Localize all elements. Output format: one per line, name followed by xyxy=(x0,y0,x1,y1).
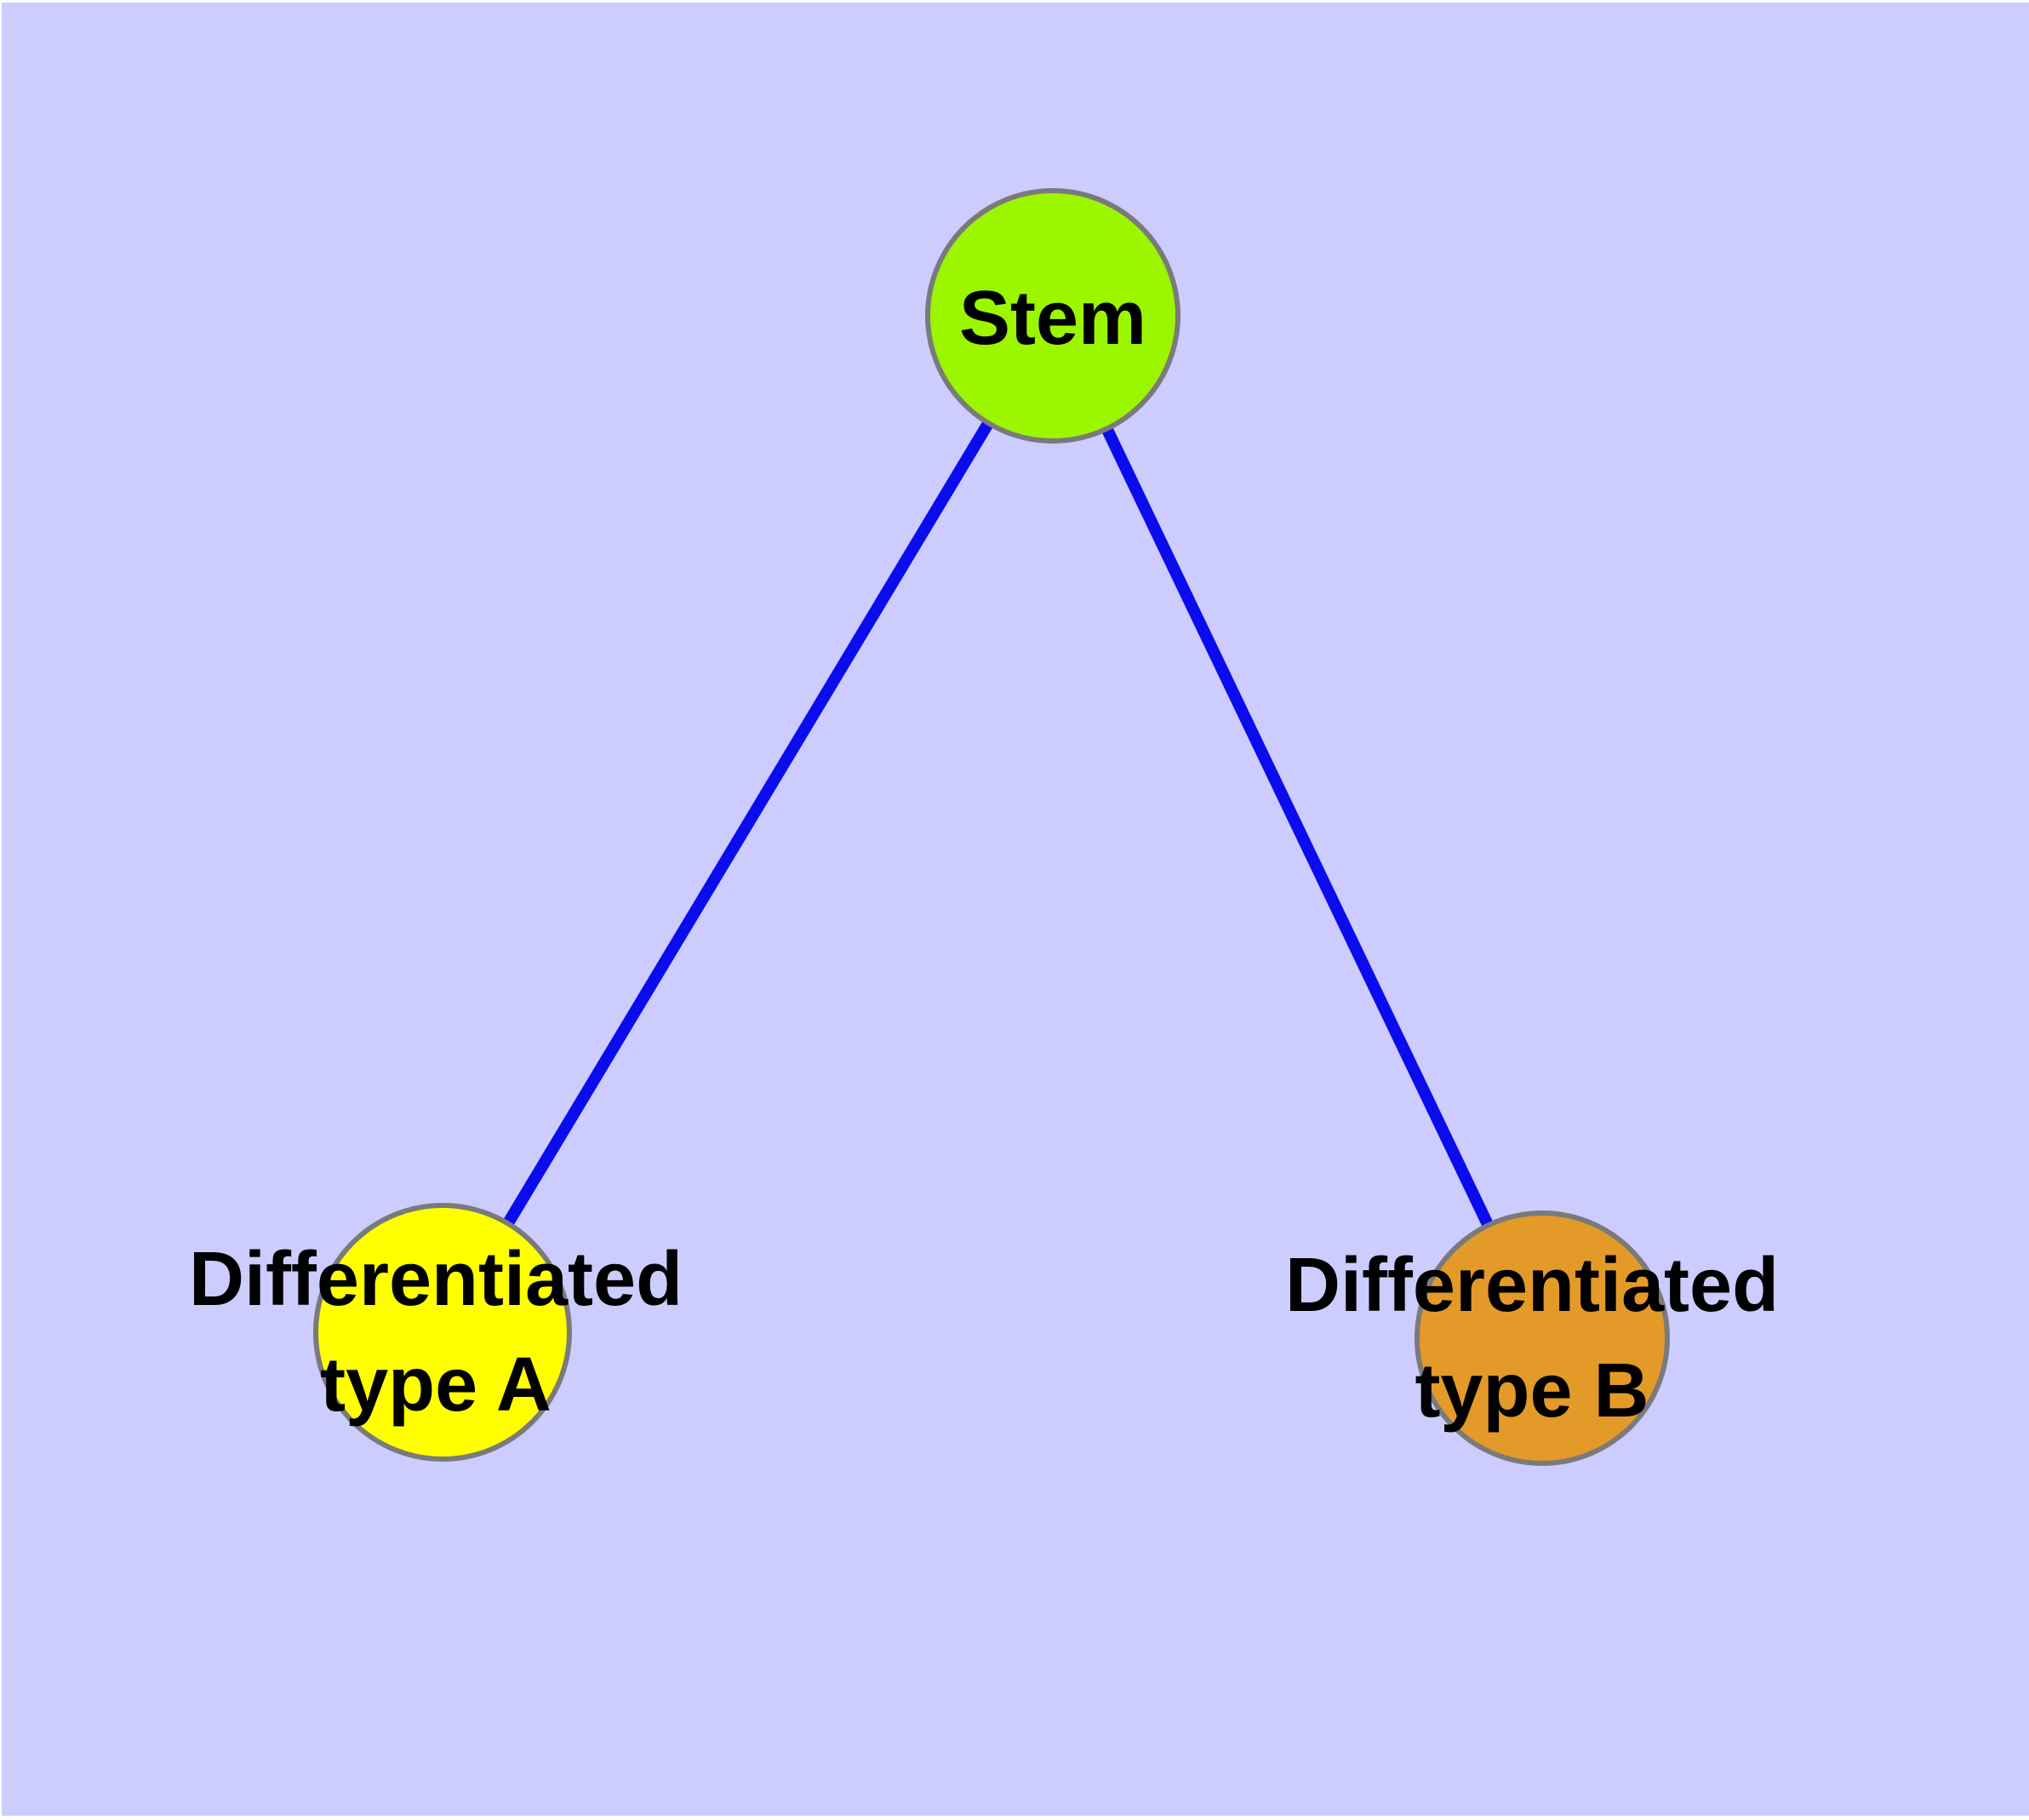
node-stem xyxy=(925,188,1180,444)
edge-stem-to-type-a xyxy=(437,312,1059,1336)
node-differentiated-type-a xyxy=(313,1203,572,1462)
edge-stem-to-type-b xyxy=(1047,312,1548,1342)
node-differentiated-type-b xyxy=(1415,1210,1670,1466)
